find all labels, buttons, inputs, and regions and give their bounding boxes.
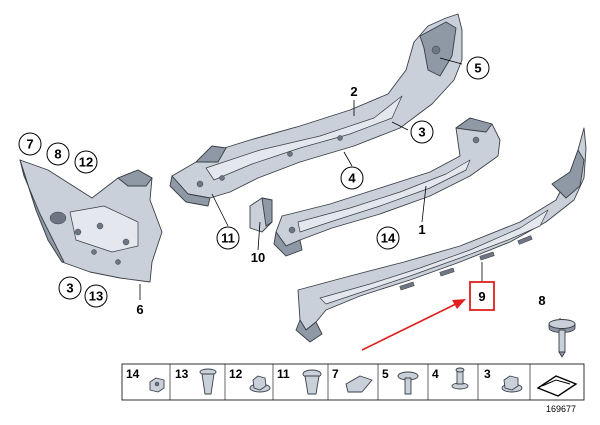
legend-item-3[interactable]: 3 (484, 367, 523, 393)
callout-11[interactable]: 11 (216, 226, 240, 250)
svg-text:3: 3 (66, 281, 73, 296)
legend-item-7[interactable]: 7 (332, 367, 373, 393)
callout-12[interactable]: 12 (74, 150, 98, 174)
legend-item-13[interactable]: 13 (175, 367, 217, 395)
svg-text:9: 9 (478, 289, 485, 304)
svg-text:4: 4 (432, 367, 439, 381)
svg-text:8: 8 (538, 293, 545, 308)
legend-symbol-icon (536, 375, 578, 397)
callout-10[interactable]: 10 (251, 250, 265, 265)
upper-carrier-part[interactable] (169, 13, 463, 207)
callout-5[interactable]: 5 (466, 56, 490, 80)
callout-3-upper[interactable]: 3 (410, 120, 434, 144)
callout-4[interactable]: 4 (340, 166, 364, 190)
legend-item-11[interactable]: 11 (277, 367, 322, 395)
svg-text:13: 13 (175, 367, 189, 381)
svg-text:3: 3 (418, 125, 425, 140)
bumper-beam-part[interactable] (273, 117, 501, 257)
diagram-id: 169677 (546, 404, 576, 414)
callout-9-highlighted[interactable]: 9 (469, 281, 495, 311)
svg-text:11: 11 (221, 231, 235, 246)
legend-item-14[interactable]: 14 (126, 367, 165, 393)
callout-14[interactable]: 14 (376, 226, 400, 250)
svg-text:5: 5 (382, 367, 389, 381)
callout-2[interactable]: 2 (350, 84, 357, 99)
clip-part[interactable] (249, 197, 273, 233)
svg-text:3: 3 (484, 367, 491, 381)
callout-8-bolt[interactable]: 8 (538, 293, 545, 308)
svg-text:2: 2 (350, 84, 357, 99)
bolt-8-part[interactable] (548, 319, 576, 358)
svg-text:14: 14 (381, 231, 396, 246)
svg-text:13: 13 (89, 289, 103, 304)
callout-13[interactable]: 13 (84, 284, 108, 308)
svg-text:7: 7 (332, 367, 339, 381)
callout-3-lower[interactable]: 3 (58, 276, 82, 300)
svg-text:10: 10 (251, 250, 265, 265)
svg-text:14: 14 (126, 367, 140, 381)
svg-text:4: 4 (348, 171, 356, 186)
svg-text:12: 12 (79, 155, 93, 170)
svg-text:6: 6 (136, 302, 143, 317)
lower-support-part[interactable] (295, 127, 587, 343)
side-bracket-part[interactable] (19, 159, 163, 283)
callout-8-side[interactable]: 8 (46, 142, 70, 166)
svg-text:12: 12 (229, 367, 243, 381)
svg-text:8: 8 (54, 147, 61, 162)
legend-item-4[interactable]: 4 (432, 367, 469, 390)
fastener-legend: 14 13 12 11 7 5 (121, 363, 585, 401)
svg-text:5: 5 (474, 61, 481, 76)
callout-1[interactable]: 1 (418, 222, 425, 237)
legend-item-5[interactable]: 5 (382, 367, 419, 395)
callout-7[interactable]: 7 (18, 132, 42, 156)
svg-text:1: 1 (418, 222, 425, 237)
svg-text:11: 11 (277, 367, 290, 381)
highlight-arrow (361, 299, 466, 351)
svg-text:7: 7 (26, 137, 33, 152)
legend-item-12[interactable]: 12 (229, 367, 271, 393)
callout-6[interactable]: 6 (136, 302, 143, 317)
